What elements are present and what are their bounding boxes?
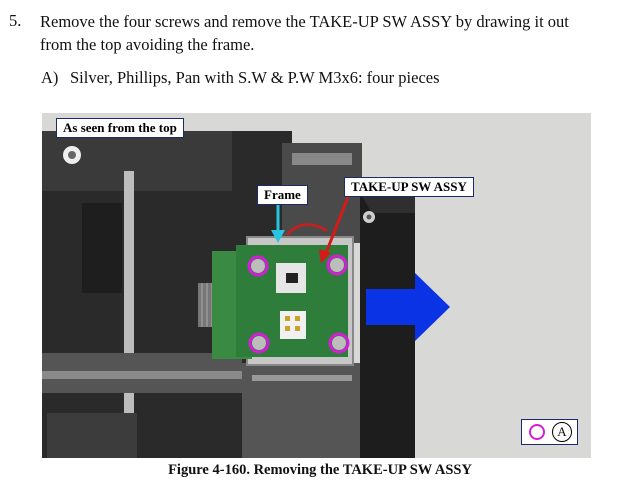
legend-letter: A — [552, 422, 572, 442]
magenta-circle-icon — [529, 424, 545, 440]
callout-takeup-sw-assy: TAKE-UP SW ASSY — [344, 177, 474, 197]
figure-caption: Figure 4-160. Removing the TAKE-UP SW AS… — [168, 462, 472, 478]
screw-legend: A — [521, 419, 578, 445]
substep-letter: A) — [41, 68, 59, 87]
callout-view-label: As seen from the top — [56, 118, 184, 138]
screw-marker — [328, 332, 350, 354]
figure-photo — [42, 113, 591, 458]
screw-marker — [248, 332, 270, 354]
screw-marker — [326, 254, 348, 276]
step-number: 5. — [9, 11, 22, 30]
substep-text: Silver, Phillips, Pan with S.W & P.W M3x… — [70, 68, 440, 87]
direction-arrow — [366, 273, 450, 341]
step-text-line-1: Remove the four screws and remove the TA… — [40, 12, 569, 31]
screw-marker — [247, 255, 269, 277]
callout-frame: Frame — [257, 185, 308, 205]
step-text-line-2: from the top avoiding the frame. — [40, 35, 255, 54]
